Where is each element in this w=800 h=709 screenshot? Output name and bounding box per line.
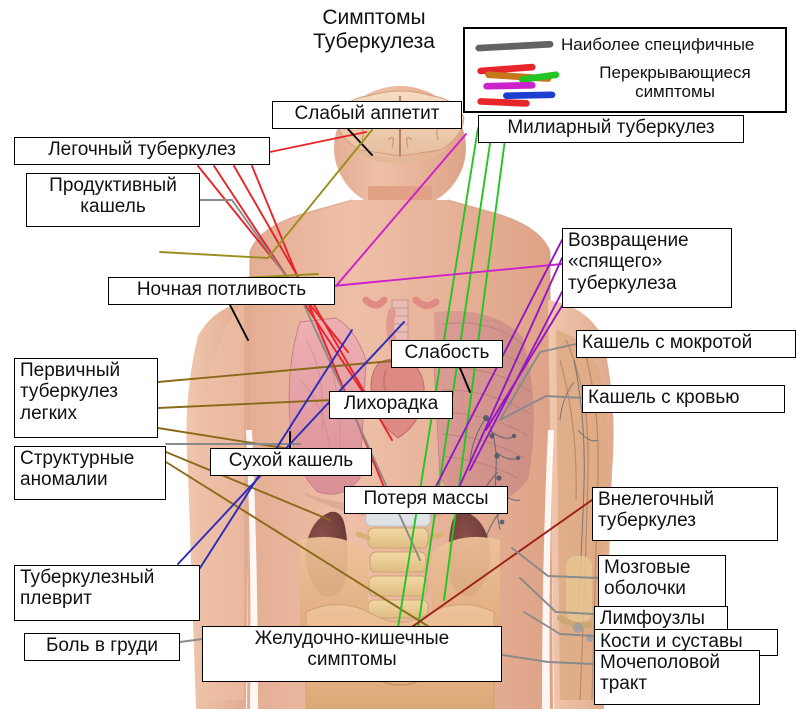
connector-c-appetite [347,128,373,156]
label-cough-with-sputum[interactable]: Кашель с мокротой [576,330,796,358]
page-title: Симптомы Туберкулеза [313,6,435,54]
label-gi-symptoms[interactable]: Желудочно-кишечные симптомы [202,626,502,682]
connector-c-productive [199,199,301,297]
connector-c-pulmonary-1 [269,131,367,153]
legend-swatches [475,40,560,107]
legend-specific-label: Наиболее специфичные [561,35,755,54]
connector-c-purple-2 [447,257,563,513]
legend-overlap-lines [477,63,560,107]
label-chest-pain[interactable]: Боль в груди [24,633,180,661]
legend-overlapping-label: Перекрывающиеся симптомы [599,63,751,102]
label-cough-with-blood[interactable]: Кашель с кровью [582,385,785,413]
connector-c-structural-1 [165,451,331,521]
label-productive-cough[interactable]: Продуктивный кашель [26,173,200,227]
label-miliary-tb[interactable]: Милиарный туберкулез [478,115,744,143]
label-night-sweats[interactable]: Ночная потливость [108,277,335,305]
connector-c-purple-4 [485,305,563,431]
label-weakness[interactable]: Слабость [391,340,503,368]
connector-c-olive-1 [159,129,373,259]
label-poor-appetite[interactable]: Слабый аппетит [272,101,462,129]
legend-specific-line [475,40,554,52]
connector-c-blood [499,395,583,421]
connector-c-green-1 [395,127,479,641]
connector-c-purple-1 [429,239,563,499]
connector-c-sputum [499,343,577,421]
label-dry-cough[interactable]: Сухой кашель [210,448,372,476]
connector-c-weakness [459,367,471,393]
label-lymph-nodes[interactable]: Лимфоузлы [594,606,728,633]
connector-c-green-2 [417,129,493,629]
label-genitourinary-tract[interactable]: Мочеполовой тракт [594,650,760,705]
label-fever[interactable]: Лихорадка [329,391,453,419]
label-structural-anomalies[interactable]: Структурные аномалии [14,446,166,500]
label-primary-lung-tb[interactable]: Первичный туберкулез легких [14,358,158,438]
connector-c-meninges [511,547,599,579]
legend: Наиболее специфичные Перекрывающиеся сим… [463,27,787,113]
connector-c-nightsweat [229,304,249,341]
label-pulmonary-tb[interactable]: Легочный туберкулез [14,137,270,165]
connector-c-pleurisy-2 [177,321,405,565]
left-arm-anatomy [202,300,244,700]
connector-c-structural-2 [165,461,451,641]
label-extrapulmonary-tb[interactable]: Внелегочный туберкулез [592,487,778,541]
label-dormant-tb-return[interactable]: Возвращение «спящего» туберкулеза [562,228,732,308]
label-weight-loss[interactable]: Потеря массы [344,486,508,514]
connector-c-extrapulm [381,499,593,649]
connector-c-magenta-1 [335,133,467,287]
connector-c-lymph [519,577,595,615]
connector-c-bones [523,611,595,637]
label-tuberculous-pleurisy[interactable]: Туберкулезный плеврит [14,565,200,621]
label-meninges[interactable]: Мозговые оболочки [598,555,726,609]
connector-c-gray-long [299,295,421,561]
